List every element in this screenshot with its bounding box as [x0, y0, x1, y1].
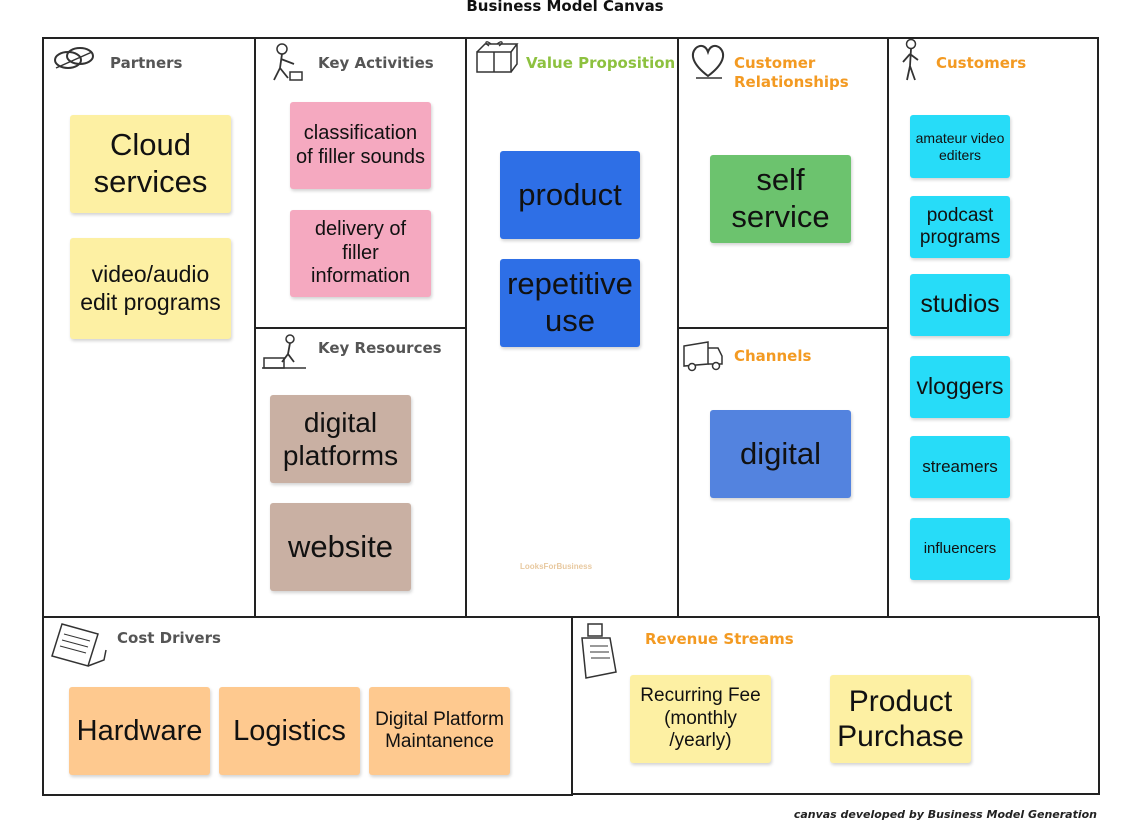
canvas-footer-credit: canvas developed by Business Model Gener…	[793, 808, 1097, 821]
cost-note-hardware: Hardware	[69, 687, 210, 775]
handshake-icon	[54, 47, 94, 69]
revenue-note-product-purchase: Product Purchase	[830, 675, 971, 763]
customer-note-vloggers: vloggers	[910, 356, 1010, 418]
activity-note-delivery: delivery of filler information	[290, 210, 431, 297]
cost-note-logistics: Logistics	[219, 687, 360, 775]
heart-icon	[691, 44, 725, 79]
receipt-icon	[51, 623, 107, 667]
customers-header: Customers	[936, 54, 1027, 72]
customer-note-influencers: influencers	[910, 518, 1010, 580]
value-note-product: product	[500, 151, 640, 239]
customer-note-streamers: streamers	[910, 436, 1010, 498]
channels-header: Channels	[734, 347, 812, 365]
value-note-repetitive-use: repetitive use	[500, 259, 640, 347]
channel-note-digital: digital	[710, 410, 851, 498]
factory-icon	[262, 334, 306, 369]
partner-note-cloud-services: Cloud services	[70, 115, 231, 213]
customer-relationships-header-line1: Customer	[734, 54, 816, 72]
gift-icon	[476, 41, 519, 73]
resource-note-website: website	[270, 503, 411, 591]
partner-note-video-audio: video/audio edit programs	[70, 238, 231, 339]
resource-note-digital-platforms: digital platforms	[270, 395, 411, 483]
customer-relationships-header-line2: Relationships	[734, 73, 849, 91]
truck-icon	[683, 341, 723, 372]
cost-drivers-header: Cost Drivers	[117, 629, 221, 647]
relationship-note-self-service: self service	[710, 155, 851, 243]
canvas-title: Business Model Canvas	[466, 0, 664, 15]
key-resources-header: Key Resources	[318, 339, 442, 357]
revenue-streams-header: Revenue Streams	[645, 630, 794, 648]
customer-note-amateur: amateur video editers	[910, 115, 1010, 178]
revenue-note-recurring-fee: Recurring Fee (monthly /yearly)	[630, 675, 771, 763]
customer-note-podcast: podcast programs	[910, 196, 1010, 258]
value-proposition-header: Value Proposition	[526, 54, 676, 72]
key-activities-header: Key Activities	[318, 54, 434, 72]
cash-register-icon	[581, 623, 617, 679]
person-icon	[902, 38, 919, 81]
customer-note-studios: studios	[910, 274, 1010, 336]
worker-icon	[273, 43, 303, 81]
cost-note-digital-platform-maintanence: Digital Platform Maintanence	[369, 687, 510, 775]
activity-note-classification: classification of filler sounds	[290, 102, 431, 189]
watermark-logo: LooksForBusiness	[520, 562, 593, 571]
partners-header: Partners	[110, 54, 183, 72]
